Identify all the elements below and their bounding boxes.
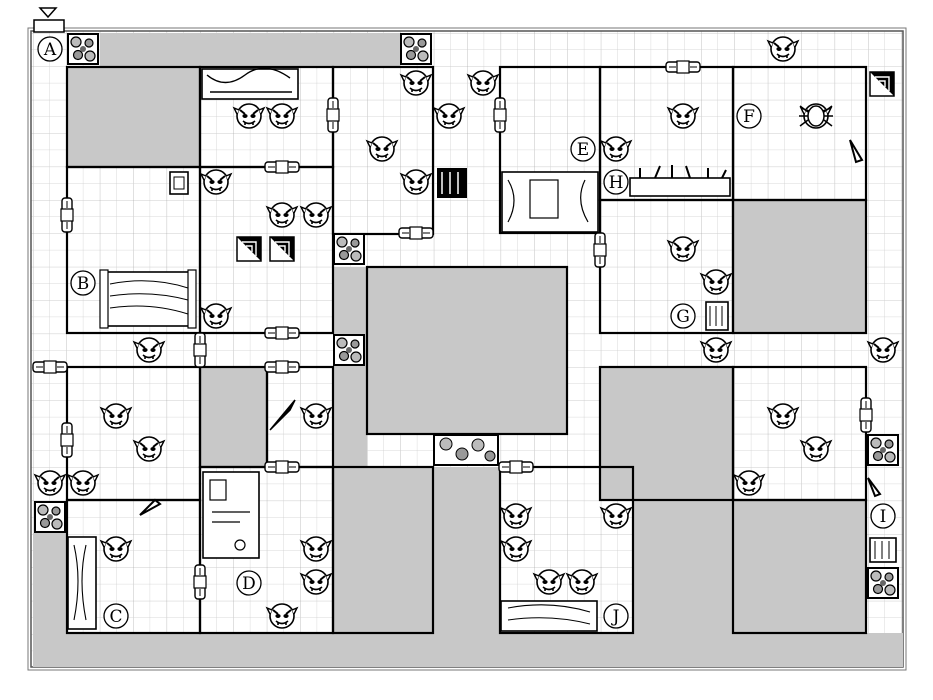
alchemist-bench-furniture (501, 171, 599, 233)
weapon-rack-furniture (629, 165, 731, 197)
room-label-i: I (870, 503, 896, 529)
room-letter: I (880, 507, 887, 527)
tomb-furniture-j (500, 600, 598, 632)
misc-items (139, 105, 882, 516)
door-icon (264, 460, 300, 474)
room-letter: D (242, 574, 256, 594)
door-icon (493, 97, 507, 133)
dagger-icon (867, 477, 882, 498)
board-border (27, 27, 907, 671)
rubble-block-icon (333, 233, 365, 265)
door-icon (264, 326, 300, 340)
door-icon (264, 360, 300, 374)
dagger-icon (139, 498, 162, 516)
rubble-block-icon (333, 334, 365, 366)
door-icon (32, 360, 68, 374)
room-letter: H (609, 173, 624, 193)
fireplace-furniture (201, 67, 299, 100)
room-label-j: J (603, 603, 629, 629)
room-label-d: D (236, 570, 262, 596)
room-label-c: C (103, 603, 129, 629)
stairs-icon (236, 236, 262, 262)
stairs-icon (869, 71, 895, 97)
door-icon (859, 397, 873, 433)
rubble-block-icon (400, 33, 432, 65)
room-label-g: G (670, 303, 696, 329)
sorcerer-table-furniture (202, 471, 260, 559)
spear-icon (269, 399, 296, 431)
room-label-h: H (603, 169, 629, 195)
room-label-a: A (37, 36, 63, 62)
door-icon (60, 197, 74, 233)
table-furniture (99, 269, 197, 329)
door-icon (193, 332, 207, 368)
room-letter: A (43, 40, 57, 60)
door-icon (326, 97, 340, 133)
start-arrow-icon (33, 7, 65, 33)
rack-furniture-c (67, 536, 97, 630)
room-label-e: E (570, 136, 596, 162)
door-icon (60, 422, 74, 458)
rubble-block-icon (867, 567, 899, 599)
room-letter: G (676, 307, 690, 327)
chest-furniture (169, 171, 189, 195)
rubble-block-icon (34, 501, 66, 533)
door-icon (498, 460, 534, 474)
dagger-icon (849, 139, 864, 164)
rubble-block-icon (867, 434, 899, 466)
door-icon (665, 60, 701, 74)
blocked-areas (33, 33, 903, 667)
room-label-b: B (70, 270, 96, 296)
room-letter: C (109, 607, 122, 627)
rubble-block-icon (67, 33, 99, 65)
stairs-icon (269, 236, 295, 262)
rubble-blocks (34, 33, 899, 599)
room-letter: F (743, 107, 755, 127)
room-letter: J (611, 607, 620, 627)
furniture (67, 67, 897, 632)
room-letters: A B C D E F G H I J (37, 36, 896, 629)
spider-icon (799, 105, 833, 127)
door-block-furniture (437, 168, 467, 198)
door-icon (593, 232, 607, 268)
door-icon (264, 160, 300, 174)
door-icon (193, 564, 207, 600)
door-icon (398, 226, 434, 240)
room-letter: B (77, 274, 90, 294)
room-letter: E (577, 140, 589, 160)
cupboard-furniture-g (705, 301, 729, 331)
room-label-f: F (736, 103, 762, 129)
cupboard-furniture-i (869, 537, 897, 563)
